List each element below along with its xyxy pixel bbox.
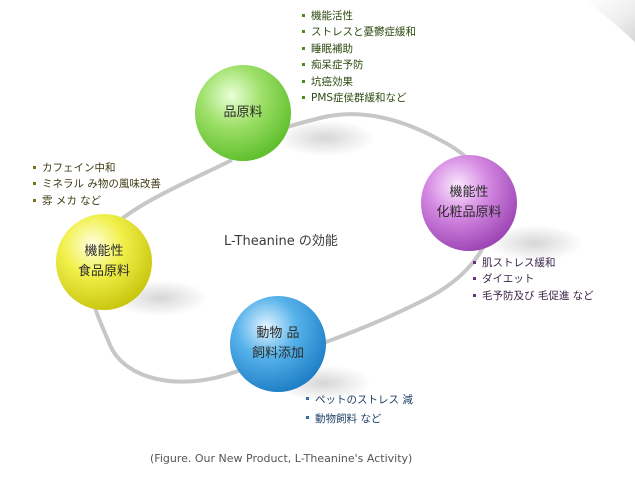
- animal-feed-label: 動物 品 飼料添加: [251, 326, 304, 361]
- animal-feed-effects-list: ペットのストレス 減 動物飼料 など: [306, 391, 413, 429]
- list-item: ストレスと憂鬱症緩和: [302, 24, 416, 40]
- list-item: ペットのストレス 減: [306, 391, 413, 410]
- list-item: ダイエット: [473, 271, 594, 287]
- raw-material-effects-list: 機能活性 ストレスと憂鬱症緩和 睡眠補助 痴呆症予防 坑癌効果 PMS症侯群緩和…: [302, 8, 416, 106]
- figure-caption: (Figure. Our New Product, L-Theanine's A…: [150, 452, 413, 465]
- animal-feed-node: [230, 296, 326, 392]
- raw-material-node: [195, 65, 291, 161]
- list-item: ミネラル み物の風味改善: [33, 176, 161, 192]
- list-item: PMS症侯群緩和など: [302, 90, 416, 106]
- raw-node-shadow: [275, 120, 375, 156]
- list-item: 毛予防及び 毛促進 など: [473, 288, 594, 304]
- page-curl: [585, 0, 635, 42]
- food-material-node: [56, 214, 152, 310]
- list-item: 機能活性: [302, 8, 416, 24]
- list-item: 坑癌効果: [302, 74, 416, 90]
- list-item: 睡眠補助: [302, 41, 416, 57]
- list-item: カフェイン中和: [33, 160, 161, 176]
- cosmetic-node-shadow: [487, 225, 583, 261]
- list-item: 動物飼料 など: [306, 410, 413, 429]
- cosmetic-material-label: 機能性 化粧品原料: [436, 185, 502, 220]
- food-material-label: 機能性 食品原料: [77, 244, 130, 279]
- cosmetic-material-effects-list: 肌ストレス緩和 ダイエット 毛予防及び 毛促進 など: [473, 255, 594, 304]
- list-item: 肌ストレス緩和: [473, 255, 594, 271]
- list-item: 痴呆症予防: [302, 57, 416, 73]
- raw-material-label: 品原料: [223, 105, 263, 120]
- list-item: 雰 メカ など: [33, 193, 161, 209]
- cosmetic-material-node: [421, 155, 517, 251]
- diagram-title: L-Theanine の効能: [224, 234, 338, 249]
- food-material-effects-list: カフェイン中和 ミネラル み物の風味改善 雰 メカ など: [33, 160, 161, 209]
